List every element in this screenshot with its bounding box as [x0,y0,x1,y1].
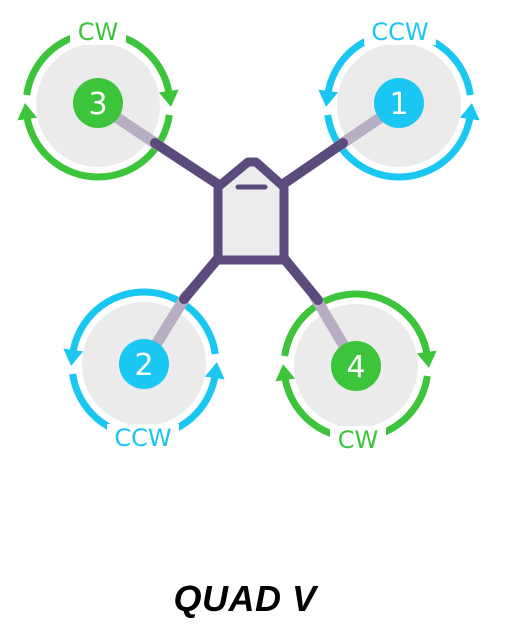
arm-1 [274,138,348,192]
circular-arrow-icon [204,362,225,380]
direction-label-motor-2: CCW [114,424,171,452]
quad-v-diagram: 3 1 2 4 CW CCW CCW CW [17,17,480,454]
arm-2 [179,251,225,304]
direction-label-motor-1: CCW [371,18,428,46]
direction-label-motor-4: CW [338,426,379,454]
motor-number-1: 1 [389,87,408,122]
rotation-arc-motor-4 [281,290,431,357]
circular-arrow-icon [318,89,339,107]
drone-body-icon [213,157,289,265]
arm-4 [277,251,323,305]
motor-1: 1 [374,78,424,128]
motor-number-2: 2 [134,348,153,383]
rotation-arc-motor-2 [69,288,219,355]
motor-number-4: 4 [346,350,365,385]
frame-title: QUAD V [173,578,317,619]
circular-arrow-icon [416,350,437,368]
circular-arrow-icon [63,348,84,366]
motor-3: 3 [73,78,123,128]
circular-arrow-icon [459,103,480,121]
circular-arrow-icon [275,364,296,382]
direction-label-motor-3: CW [78,18,119,46]
arm-3 [150,138,227,192]
motor-2: 2 [119,339,169,389]
circular-arrow-icon [158,89,179,107]
circular-arrow-icon [17,103,38,121]
motor-number-3: 3 [88,87,107,122]
motor-4: 4 [331,341,381,391]
